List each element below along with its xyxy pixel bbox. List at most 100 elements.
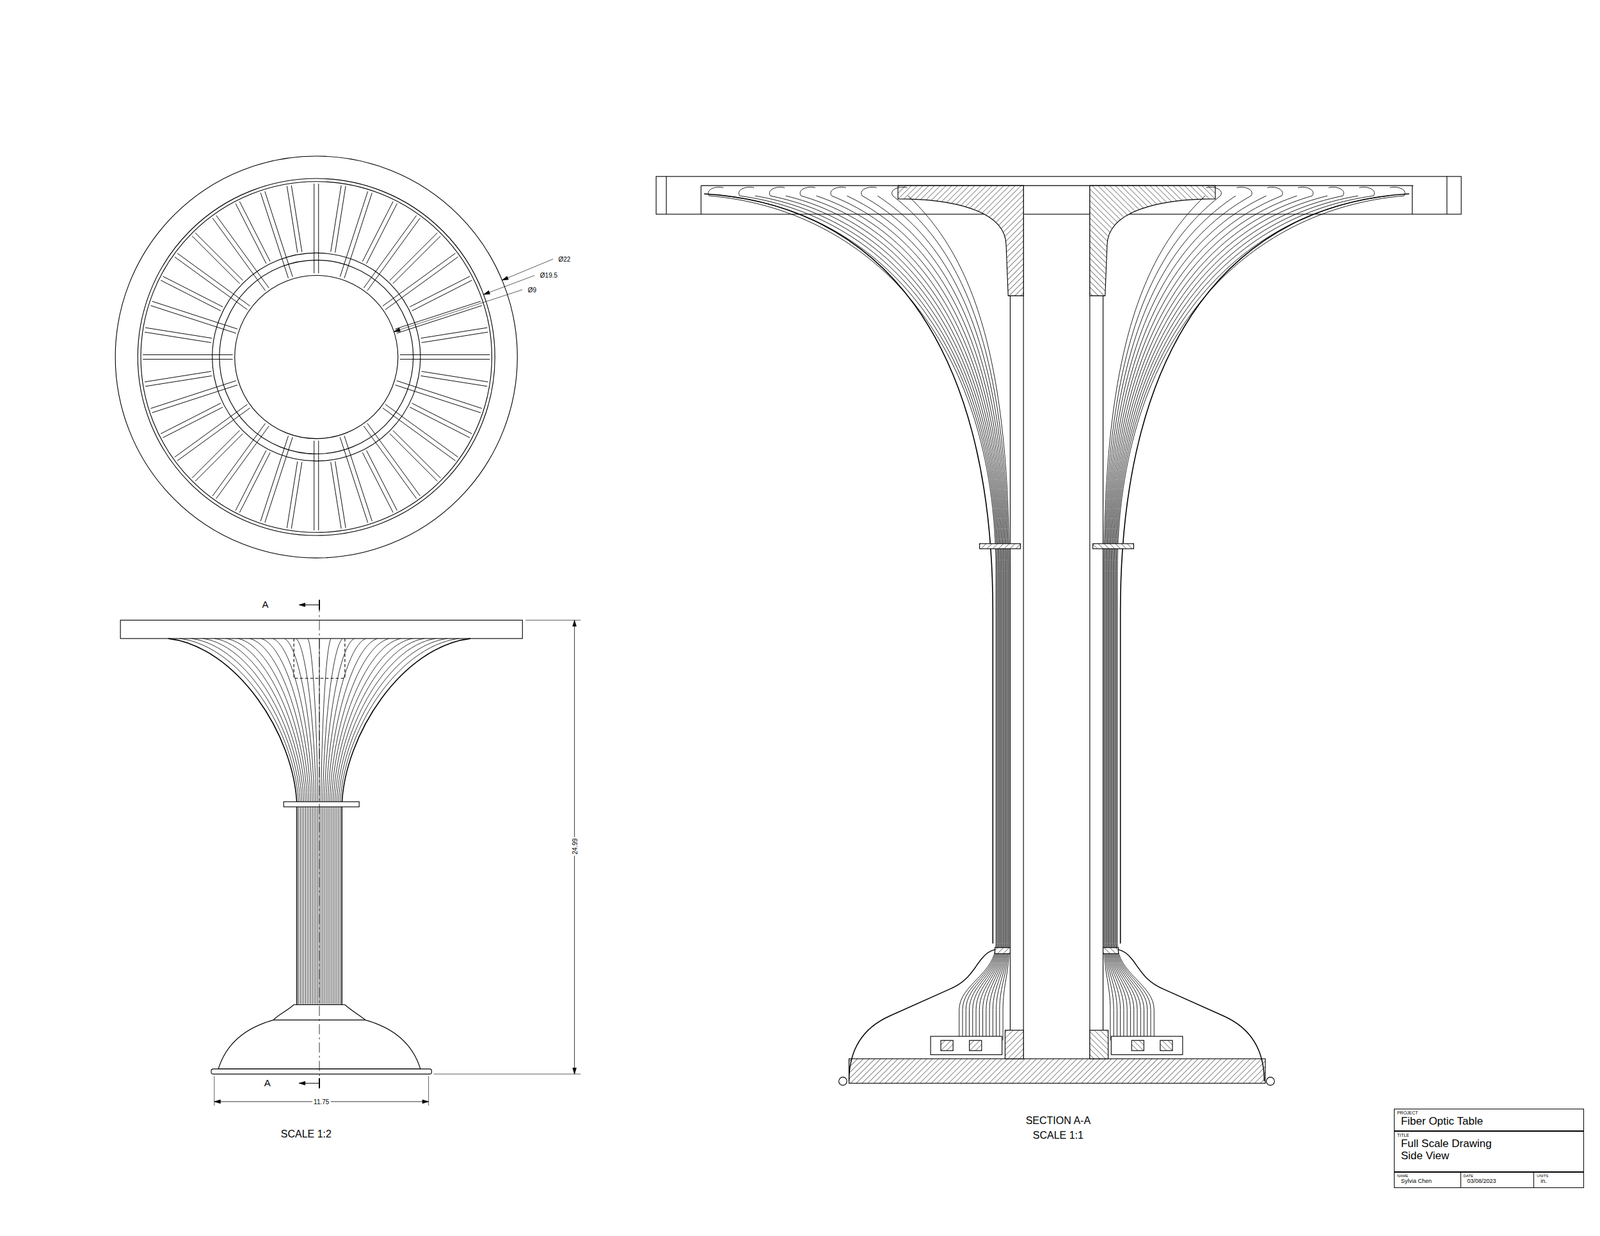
rib-line [313,183,315,274]
rim-line [666,176,667,215]
rib-line [195,232,243,281]
rib-line [152,301,238,329]
fiber-strand [709,195,996,1041]
rib-line [395,301,481,329]
rib-line [162,407,223,438]
fiber-end [769,187,785,197]
fiber-strand [341,638,471,1005]
fiber-strand [179,638,299,1005]
fiber-end [830,187,847,197]
rib-line [235,203,267,264]
extension-line [428,1076,429,1106]
tabletop-inner-line [700,185,1414,187]
tube-inner-wall [1009,295,1011,1060]
rib-line [313,440,315,531]
connector-block [1111,1036,1183,1056]
rib-line [409,407,470,438]
rib-line [260,435,288,521]
arrowhead [572,1068,577,1075]
rib-line [420,375,488,386]
fiber-strand [168,638,297,1005]
diameter-dimension: Ø9 [526,286,538,294]
rib-line [389,232,438,281]
fiber-end [1267,187,1283,197]
foot-bead [839,1077,848,1087]
diameter-dimension: Ø22 [557,255,573,263]
right-half [1089,176,1448,1087]
fiber-strand [336,638,436,1005]
rib-line [412,403,473,434]
base-ring [211,1069,432,1075]
rib-line [339,191,368,277]
center-line [319,602,320,1085]
section-marker: A [263,1078,272,1090]
ring-circle [115,156,518,559]
fiber-strand [1112,195,1328,1041]
fiber-end [892,187,908,197]
rim-line [1411,185,1413,215]
tabletop-section [656,176,1462,215]
arrowhead [298,603,306,608]
rib-line [142,359,233,360]
rib-line [174,404,248,457]
rib-line [318,440,319,531]
fiber-strand [1105,195,1236,1041]
fiber-strand [307,638,318,1005]
fiber-strand [877,195,1007,1041]
rib-line [362,201,393,262]
rib-line [335,461,346,528]
fiber-strand [215,638,304,1005]
collar-plate [1093,544,1135,550]
fiber-strand [1114,195,1359,1041]
rib-line [339,437,368,523]
rib-line [400,359,490,360]
fiber-strand [801,195,1003,1041]
section-tick [318,1078,320,1089]
rib-line [335,186,346,253]
rim-line [700,185,702,215]
extension-line [525,620,581,621]
ring-circle [140,181,492,533]
base-cap [995,947,1011,955]
tube-foot [1089,1030,1109,1060]
fiber-strand [1105,195,1221,1041]
rib-line [177,253,251,306]
rib-line [291,185,302,253]
field-value: Full Scale Drawing Side View [1397,1138,1513,1163]
rib-line [264,191,293,277]
fiber-strand [1112,195,1343,1041]
rib-line [363,426,416,500]
rib-line [362,452,393,513]
fiber-strand [755,195,1000,1041]
fiber-strand [785,195,1001,1041]
rib-line [235,450,267,511]
hub-section [897,185,1024,296]
rib-line [409,276,470,308]
tube-wall [1023,185,1024,1060]
title-block-cell: DATE03/08/2023 [1460,1172,1536,1190]
rib-line [400,354,490,356]
arrowhead [422,1100,429,1104]
title-block-cell: PROJECTFiber Optic Table [1393,1109,1584,1132]
collar-ring [283,801,360,808]
leader-line [394,289,523,333]
fiber-strand [296,638,317,1005]
rib-line [239,201,271,262]
fiber-strand [770,195,1001,1041]
fiber-strand [338,638,448,1005]
field-value: Fiber Optic Table [1397,1116,1581,1129]
rib-line [160,280,221,312]
left-half [666,176,1024,1087]
connector-block [930,1036,1003,1056]
fiber-strand [284,638,315,1005]
rib-line [239,452,271,513]
extension-line [213,1076,215,1106]
base-cap [1103,947,1119,955]
rib-line [412,280,473,312]
scale-note: SCALE 1:2 [279,1128,333,1141]
width-dimension: 11.75 [312,1098,331,1106]
fiber-strand [1110,195,1298,1041]
outer-skin [704,193,993,944]
fiber-strand [816,195,1004,1041]
rib-line [382,408,456,461]
